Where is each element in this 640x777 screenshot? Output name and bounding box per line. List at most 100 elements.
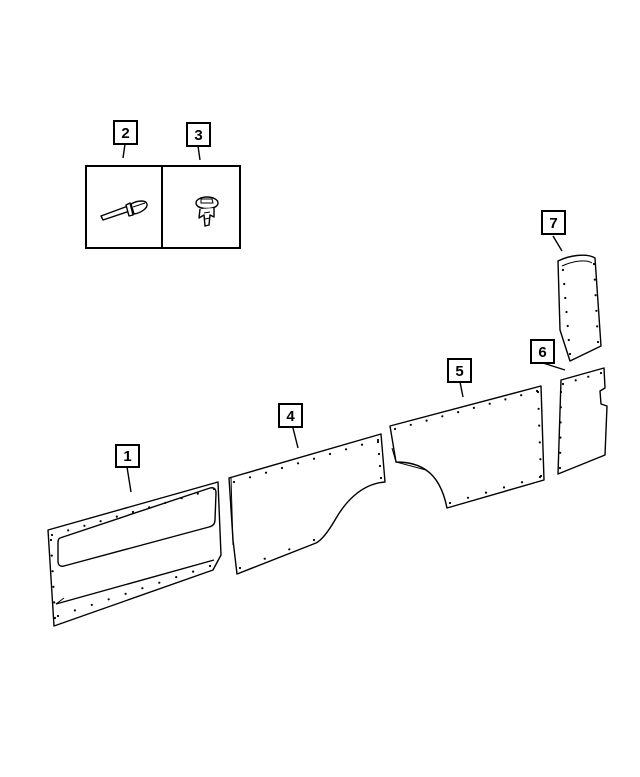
fastener-hole: [377, 452, 381, 456]
fastener-hole: [561, 382, 565, 386]
fastener-hole: [328, 452, 332, 456]
fastener-hole: [559, 390, 563, 394]
fastener-hole: [566, 324, 569, 328]
fastener-detail-box: [85, 165, 241, 249]
fastener-hole: [264, 471, 268, 474]
fastener-hole: [107, 598, 110, 601]
fastener-hole: [263, 557, 266, 560]
fastener-hole: [587, 375, 590, 378]
fastener-hole: [379, 476, 383, 480]
fastener-hole: [595, 309, 598, 312]
fastener-hole: [596, 325, 599, 328]
callout-6-label: 6: [538, 344, 546, 361]
fastener-hole: [248, 476, 252, 479]
fastener-hole: [131, 510, 135, 514]
fastener-hole: [376, 438, 380, 442]
callout-2-label: 2: [121, 125, 129, 142]
fastener-hole: [568, 352, 572, 356]
fastener-hole: [538, 424, 541, 427]
fastener-hole: [158, 581, 161, 584]
fastener-hole: [592, 262, 596, 266]
fastener-hole: [502, 486, 506, 489]
fastener-hole: [208, 564, 212, 568]
fastener-hole: [280, 466, 284, 470]
fastener-hole: [148, 506, 151, 509]
fastener-hole: [536, 390, 540, 394]
fastener-hole: [425, 419, 428, 422]
callout-7: 7: [541, 210, 566, 235]
fastener-hole: [488, 402, 491, 405]
panel-5: [389, 385, 545, 509]
fastener-hole: [596, 340, 600, 344]
fastener-hole: [73, 609, 76, 612]
fastener-hole: [56, 614, 60, 618]
callout-4-label: 4: [286, 408, 295, 425]
fastener-hole: [83, 524, 86, 527]
callout-5-label: 5: [455, 363, 463, 380]
fastener-hole: [561, 268, 565, 272]
fastener-hole: [232, 480, 236, 484]
fastener-hole: [504, 398, 507, 401]
callout-1-label: 1: [123, 448, 131, 465]
fastener-hole: [312, 538, 316, 542]
fastener-hole: [296, 462, 300, 465]
fastener-hole: [238, 566, 242, 570]
fastener-hole: [484, 491, 488, 494]
fastener-hole: [441, 415, 444, 418]
fastener-hole: [50, 554, 53, 557]
fastener-hole: [378, 464, 382, 468]
fastener-hole: [192, 570, 195, 573]
fastener-hole: [141, 587, 144, 590]
fastener-hole: [52, 585, 55, 588]
fastener-hole: [53, 601, 56, 604]
fastener-hole: [115, 515, 118, 518]
fastener-hole: [51, 570, 54, 573]
fastener-hole: [563, 282, 566, 286]
fastener-hole: [180, 497, 183, 500]
fastener-hole: [196, 492, 199, 495]
fastener-hole: [472, 406, 475, 409]
fastener-hole: [539, 458, 542, 461]
fastener-hole: [594, 294, 597, 297]
panel-7: [557, 254, 602, 362]
fastener-hole: [567, 338, 570, 342]
rivet-fastener-icon: [100, 200, 148, 221]
fastener-hole: [457, 411, 460, 414]
fastener-hole: [565, 310, 568, 314]
fastener-hole: [537, 407, 540, 410]
fastener-hole: [448, 501, 452, 505]
fastener-hole: [90, 603, 93, 607]
fastener-hole: [53, 616, 57, 620]
fastener-hole: [564, 296, 567, 300]
callout-7-label: 7: [549, 215, 557, 232]
fastener-hole: [599, 371, 603, 375]
fastener-hole: [99, 520, 102, 523]
fastener-hole: [288, 548, 291, 551]
callout-4: 4: [278, 403, 303, 428]
fastener-hole: [50, 533, 54, 537]
panel-1: [47, 481, 222, 627]
fastener-hole: [574, 379, 577, 382]
fastener-hole: [520, 481, 524, 484]
fastener-hole: [559, 421, 562, 424]
fastener-hole: [312, 457, 316, 460]
fastener-hole: [164, 501, 167, 504]
fastener-hole: [539, 474, 543, 478]
fastener-hole: [559, 436, 562, 439]
fastener-hole: [559, 406, 562, 409]
push-clip-fastener-icon: [195, 196, 219, 227]
callout-5: 5: [447, 358, 472, 383]
fastener-hole: [175, 576, 178, 579]
fastener-hole: [593, 278, 596, 281]
fastener-hole: [393, 427, 397, 431]
fastener-hole: [520, 394, 523, 397]
callout-1: 1: [115, 444, 140, 468]
leader-lines: [122, 143, 566, 493]
fastener-hole: [466, 496, 470, 499]
panel-4: [228, 433, 386, 575]
callout-2: 2: [113, 120, 138, 145]
callout-3: 3: [186, 122, 211, 147]
callout-3-label: 3: [194, 127, 202, 144]
